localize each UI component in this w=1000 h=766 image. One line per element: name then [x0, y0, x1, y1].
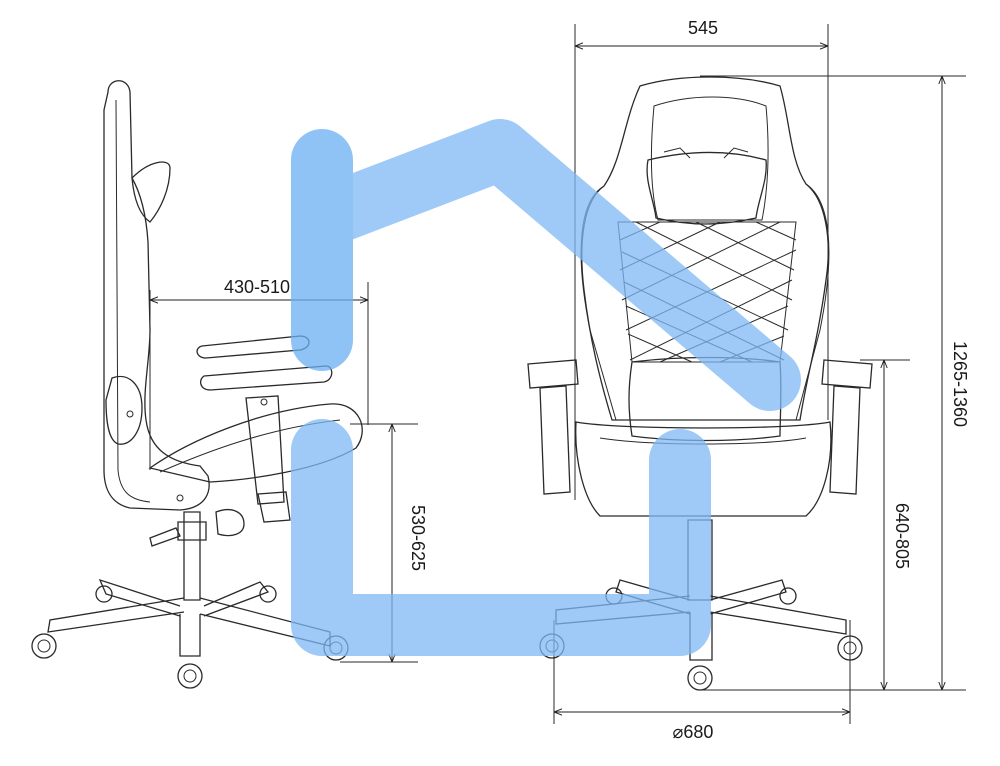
side-armrest-post [245, 395, 285, 505]
side-backrest [103, 80, 210, 511]
base-diameter-value: 680 [683, 722, 713, 742]
front-seat [575, 421, 832, 517]
label-seat-depth: 430-510 [224, 277, 290, 297]
label-total-height: 1265-1360 [950, 341, 970, 427]
diameter-symbol: ⌀ [673, 722, 684, 742]
label-armrest-height: 640-805 [892, 503, 912, 569]
house-outline-icon [291, 119, 801, 656]
label-width: 545 [688, 18, 718, 38]
side-gas-lift [183, 511, 201, 601]
label-seat-height: 530-625 [408, 505, 428, 571]
front-head-pillow [646, 151, 767, 225]
dimension-lines [149, 24, 966, 724]
side-lumbar-pad [105, 375, 143, 445]
side-base [47, 578, 331, 647]
side-head-pillow [131, 161, 171, 223]
front-armrests [527, 359, 873, 495]
side-view-chair [31, 80, 363, 689]
side-seat-cushion [148, 403, 363, 483]
label-base-diameter: ⌀680 [673, 722, 714, 742]
dimension-labels: 430-510 530-625 545 1265-1360 640-805 ⌀6… [224, 18, 970, 742]
